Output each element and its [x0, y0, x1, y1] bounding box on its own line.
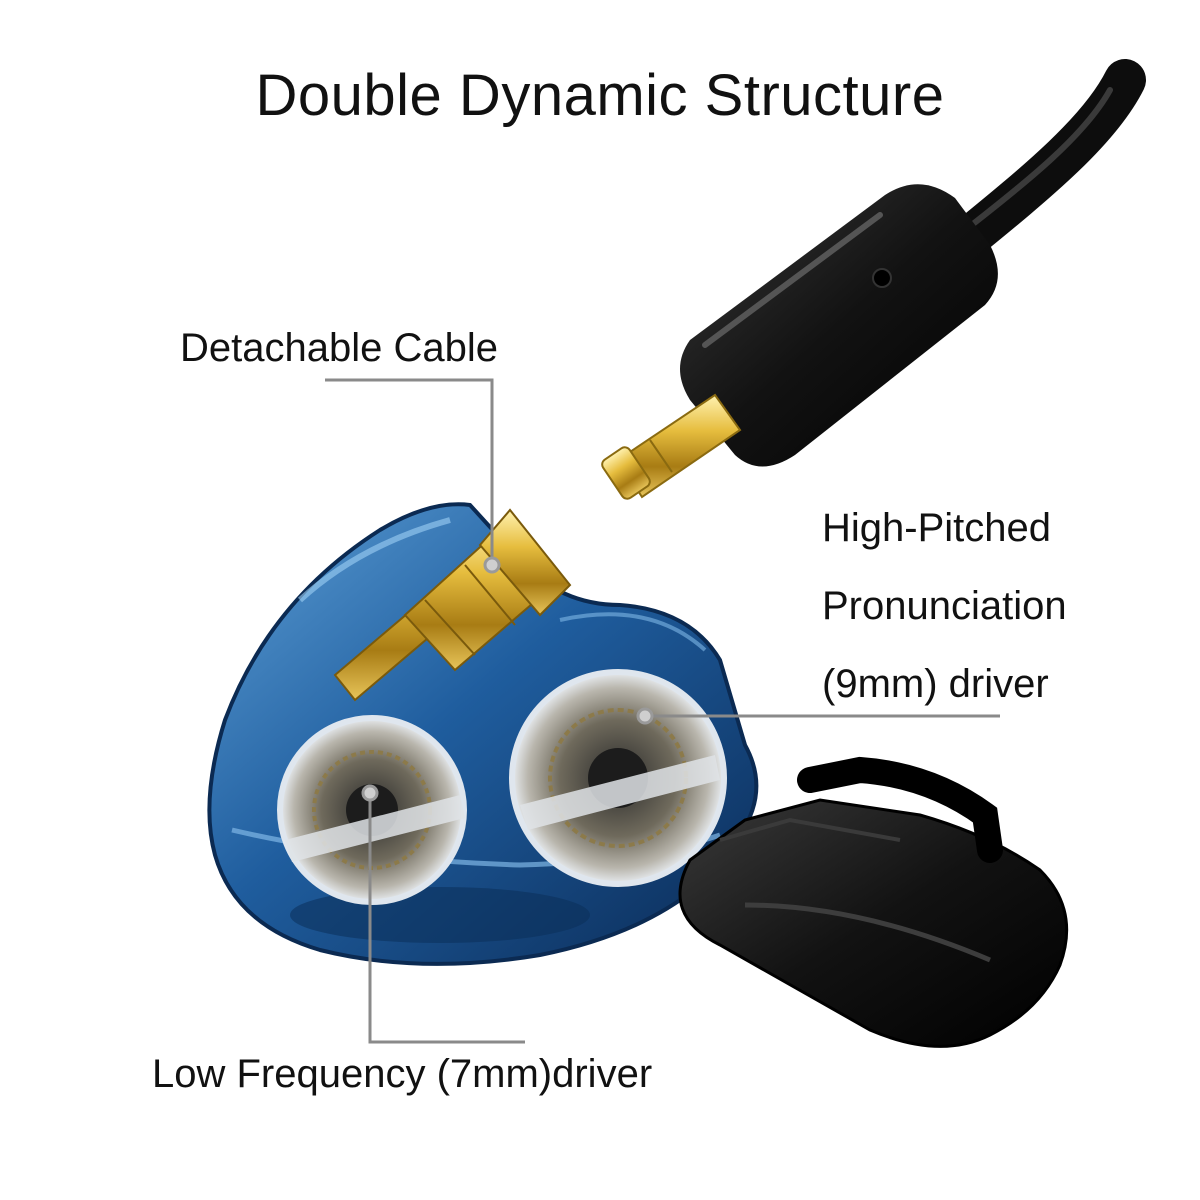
- plug-hole-icon: [872, 268, 892, 288]
- shell-connector: [333, 508, 572, 702]
- cable-leader-dot: [483, 556, 501, 574]
- low-frequency-leader-dot: [361, 784, 379, 802]
- page-title: Double Dynamic Structure: [255, 63, 945, 128]
- cable-leader-line: [325, 378, 494, 565]
- gold-pin-connector: [601, 393, 742, 500]
- low-frequency-label: Low Frequency (7mm)driver: [152, 1052, 653, 1096]
- high-pitched-label-line3: (9mm) driver: [822, 662, 1049, 706]
- leader-lines: [325, 378, 1000, 1044]
- high-pitched-label-line1: High-Pitched: [822, 506, 1052, 550]
- high-pitched-driver: [509, 669, 727, 887]
- high-pitched-leader-dot: [636, 707, 654, 725]
- low-frequency-leader-line: [368, 793, 525, 1044]
- high-pitched-label-line2: Pronunciation: [822, 584, 1067, 628]
- detachable-cable-label: Detachable Cable: [180, 326, 498, 370]
- cable-plug-housing: [680, 184, 998, 467]
- low-frequency-driver: [277, 715, 467, 905]
- cable: [939, 59, 1146, 266]
- ear-tip: [678, 756, 1069, 1048]
